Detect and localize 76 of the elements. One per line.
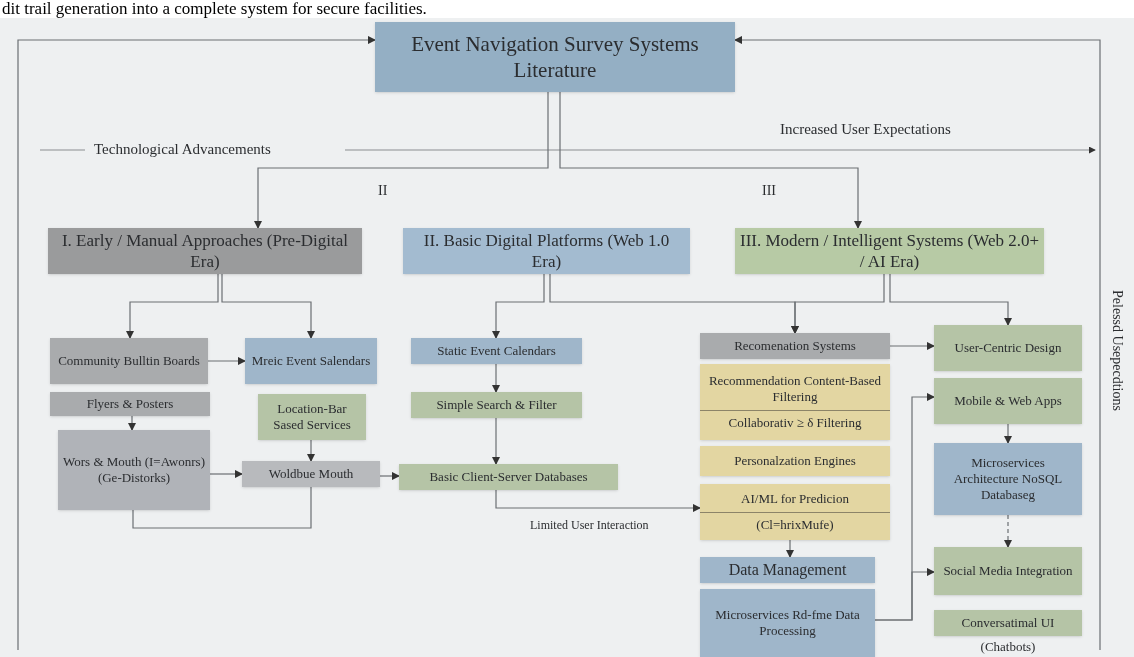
process-box [934, 610, 1082, 636]
arrow [874, 567, 936, 621]
arrow [491, 273, 545, 340]
process-box [58, 430, 210, 510]
box-text: User-Centric Design [953, 339, 1063, 357]
box-text: II. Basic Digital Platforms (Web 1.0 Era) [422, 229, 671, 273]
box-text: I. Early / Manual Approaches (Pre-Digital Era) [60, 229, 350, 273]
body-text: dit trail generation into a complete system for secure facilities. [2, 0, 427, 18]
arrow [379, 471, 401, 481]
process-box [411, 392, 582, 418]
box-text: Static Event Calendars [436, 342, 557, 360]
box-text: Recomenation Systems [733, 337, 857, 355]
arrow [559, 91, 863, 230]
process-box [50, 338, 208, 384]
process-box [242, 461, 380, 487]
arrow [889, 273, 1013, 327]
process-box [700, 589, 875, 657]
box-text: Personalzation Engines [733, 452, 857, 470]
arrow [495, 489, 702, 513]
box-text: Mobile & Web Apps [953, 392, 1063, 410]
process-box [375, 22, 735, 92]
process-box [399, 464, 618, 490]
process-box [700, 484, 890, 540]
connector-line [132, 486, 312, 529]
box-text: Basic Client-Server Databases [428, 468, 589, 486]
box-text: Microservices Rd-fme Data Processing [714, 606, 861, 640]
arrow [207, 356, 247, 366]
box-text: (Cl=hrixMufe) [700, 511, 890, 533]
process-box [700, 446, 890, 476]
process-box [934, 378, 1082, 424]
process-box [934, 443, 1082, 515]
box-text: Wors & Mouth (I=Awonrs) (Ge-Distorks) [62, 453, 206, 487]
box-text: Microservices Architecture NoSQL Databaseg [952, 454, 1064, 504]
box-text: Location-Bar Sased Services [272, 400, 352, 434]
process-box [245, 338, 377, 384]
box-text: Social Media Integration [942, 562, 1074, 580]
box-text: Conversatimal UI [960, 614, 1056, 632]
vertical-side-label: Pelessd Usepecdtions [1108, 289, 1126, 411]
arrow [221, 273, 316, 340]
process-box [50, 392, 210, 416]
box-text: Community Bulltin Boards [57, 352, 201, 370]
box-text: AI/ML for Predicion [740, 491, 850, 508]
arrow [253, 91, 549, 230]
box-text: Event Navigation Survey Systems Literature [410, 30, 700, 84]
arrow [209, 469, 244, 479]
process-box [700, 364, 890, 440]
process-box [700, 557, 875, 583]
box-text: Flyers & Posters [85, 395, 175, 413]
trend-label: Increased User Expectations [780, 120, 951, 139]
branch-label: II [378, 182, 388, 200]
arrow [306, 439, 316, 463]
box-text: Data Management [727, 560, 848, 580]
arrow [491, 417, 501, 466]
arrow [491, 363, 501, 394]
arrow [127, 415, 137, 432]
box-text: Mreic Event Salendars [250, 352, 372, 370]
arrow [785, 539, 795, 559]
box-text: III. Modern / Intelligent Systems (Web 2.0+ / AI Era) [738, 229, 1041, 273]
arrow [1003, 514, 1013, 549]
process-box [934, 325, 1082, 371]
process-box [411, 338, 582, 364]
box-text: Simple Search & Filter [435, 396, 558, 414]
box-text: Woldbue Mouth [267, 465, 355, 483]
arrow [889, 341, 936, 351]
process-box [258, 394, 366, 440]
branch-label: III [762, 182, 776, 200]
process-box [934, 547, 1082, 595]
process-box [403, 228, 690, 274]
box-caption: (Chatbots) [979, 638, 1037, 656]
arrow [125, 273, 219, 340]
process-box [700, 333, 890, 359]
arrow [17, 35, 377, 651]
box-text: Recommendation Content-Based Filtering [707, 373, 883, 406]
box-text: Collaborativ ≥ δ Filtering [700, 409, 890, 431]
arrow [1003, 423, 1013, 445]
arrow [790, 273, 885, 335]
